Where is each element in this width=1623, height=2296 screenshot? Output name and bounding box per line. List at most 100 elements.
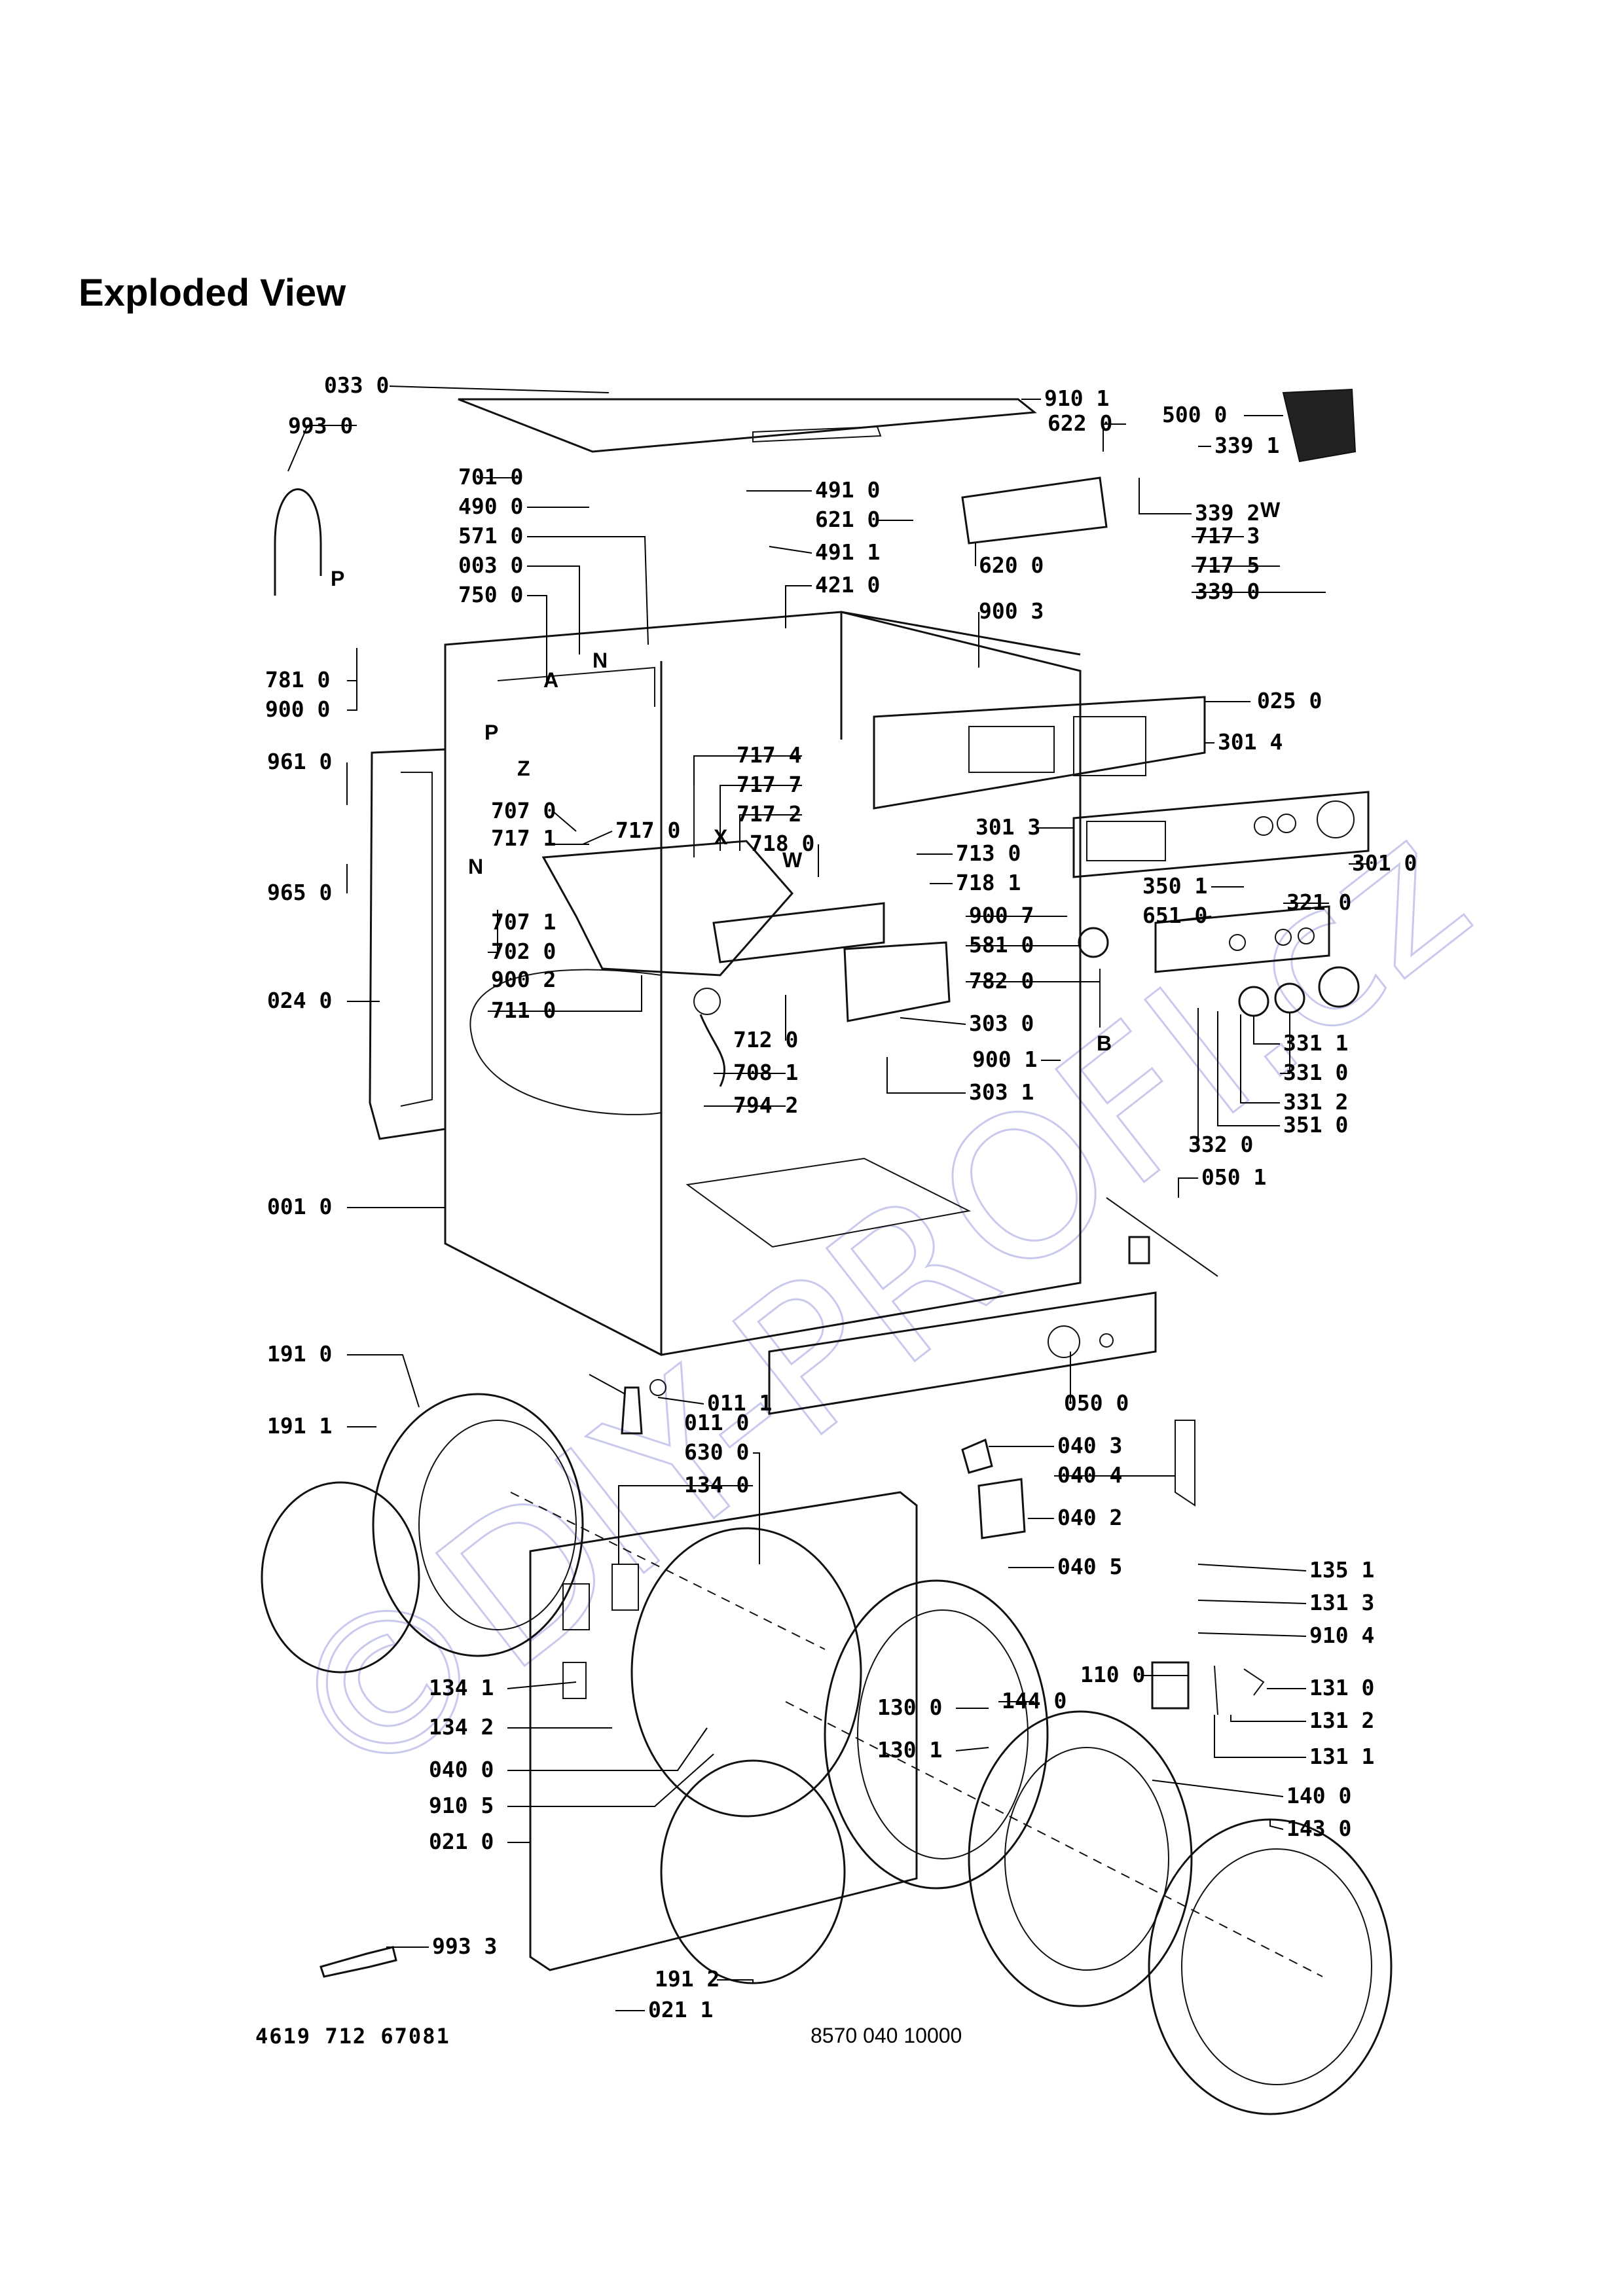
part-label: 135 1 bbox=[1309, 1557, 1374, 1583]
part-label: 620 0 bbox=[979, 552, 1044, 578]
part-label: 040 4 bbox=[1057, 1462, 1122, 1488]
part-label: 581 0 bbox=[969, 932, 1034, 958]
plinth-clips bbox=[1106, 1197, 1218, 1277]
part-label: 331 0 bbox=[1283, 1060, 1348, 1085]
part-label: 301 3 bbox=[976, 814, 1040, 840]
letter-marker: W bbox=[782, 848, 803, 872]
part-label: 301 0 bbox=[1352, 850, 1417, 876]
part-label: 490 0 bbox=[458, 493, 523, 519]
part-label: 021 1 bbox=[648, 1997, 713, 2022]
part-label: 782 0 bbox=[969, 968, 1034, 994]
part-label: 040 5 bbox=[1057, 1554, 1122, 1579]
letter-marker: N bbox=[593, 649, 608, 672]
part-label: 621 0 bbox=[815, 507, 880, 532]
feet bbox=[621, 1379, 666, 1435]
diagram-code: 4619 712 67081 bbox=[255, 2024, 450, 2049]
part-label: 717 0 bbox=[615, 817, 680, 843]
door-glass bbox=[968, 1710, 1193, 2007]
part-label: 707 1 bbox=[491, 909, 556, 935]
hoses bbox=[274, 488, 726, 1087]
part-label: 993 0 bbox=[288, 413, 353, 439]
part-label: 910 5 bbox=[429, 1793, 494, 1818]
part-label: 794 2 bbox=[733, 1092, 798, 1118]
page-title: Exploded View bbox=[79, 272, 346, 314]
hinge bbox=[961, 1420, 1195, 1539]
part-label: 021 0 bbox=[429, 1829, 494, 1854]
part-label: 131 3 bbox=[1309, 1590, 1374, 1615]
letter-marker: P bbox=[331, 567, 344, 590]
part-label: 350 1 bbox=[1142, 873, 1207, 899]
door-lock bbox=[1151, 1661, 1265, 1715]
part-label: 651 0 bbox=[1142, 903, 1207, 928]
part-label: 910 4 bbox=[1309, 1623, 1374, 1648]
part-label: 900 7 bbox=[969, 903, 1034, 928]
part-label: 143 0 bbox=[1286, 1816, 1351, 1841]
part-label: 910 1 bbox=[1044, 386, 1109, 411]
part-label: 701 0 bbox=[458, 464, 523, 490]
service-number: 8570 040 10000 bbox=[811, 2024, 962, 2047]
part-label: 993 3 bbox=[432, 1933, 497, 1959]
part-label: 781 0 bbox=[265, 667, 330, 692]
part-label: 040 3 bbox=[1057, 1433, 1122, 1458]
part-label: 900 2 bbox=[491, 967, 556, 992]
part-label: 331 1 bbox=[1283, 1030, 1348, 1056]
part-label: 050 1 bbox=[1201, 1164, 1266, 1190]
decor-panel bbox=[1154, 905, 1330, 973]
part-label: 707 0 bbox=[491, 798, 556, 823]
part-label: 050 0 bbox=[1064, 1390, 1129, 1416]
top-cover bbox=[458, 398, 1037, 453]
part-label: 131 0 bbox=[1309, 1675, 1374, 1700]
part-label: 717 3 bbox=[1195, 523, 1260, 548]
part-label: 040 0 bbox=[429, 1757, 494, 1782]
front-panel bbox=[510, 1491, 918, 1971]
part-label: 003 0 bbox=[458, 552, 523, 578]
part-label: 339 2 bbox=[1195, 500, 1260, 526]
part-label: 718 0 bbox=[750, 831, 814, 856]
part-label: 131 1 bbox=[1309, 1744, 1374, 1769]
part-label: 134 2 bbox=[429, 1714, 494, 1740]
part-label: 900 1 bbox=[972, 1047, 1037, 1072]
part-label: 144 0 bbox=[1002, 1688, 1067, 1713]
part-label: 321 0 bbox=[1286, 889, 1351, 915]
part-label: 717 4 bbox=[737, 742, 801, 768]
part-label: 134 1 bbox=[429, 1675, 494, 1700]
part-label: 339 0 bbox=[1195, 579, 1260, 604]
cabinet bbox=[444, 611, 1082, 1356]
tub-outline bbox=[469, 969, 662, 1115]
part-label: 001 0 bbox=[267, 1194, 332, 1219]
part-label: 708 1 bbox=[733, 1060, 798, 1085]
part-label: 191 1 bbox=[267, 1413, 332, 1439]
pressure-switch bbox=[1078, 927, 1109, 1028]
part-label: 011 1 bbox=[707, 1390, 772, 1416]
part-label: 421 0 bbox=[815, 572, 880, 598]
part-label: 303 0 bbox=[969, 1011, 1034, 1036]
part-label: 191 2 bbox=[655, 1966, 720, 1992]
part-label: 040 2 bbox=[1057, 1505, 1122, 1530]
part-label: 303 1 bbox=[969, 1079, 1034, 1105]
part-label: 024 0 bbox=[267, 988, 332, 1013]
letter-marker: X bbox=[714, 825, 728, 849]
part-label: 711 0 bbox=[491, 997, 556, 1023]
detergent-dispenser bbox=[541, 785, 951, 1022]
letter-marker: A bbox=[543, 668, 558, 692]
part-label: 301 4 bbox=[1218, 729, 1283, 755]
part-label: 332 0 bbox=[1188, 1132, 1253, 1157]
part-label: 712 0 bbox=[733, 1027, 798, 1052]
part-label: 713 0 bbox=[956, 840, 1021, 866]
part-label: 630 0 bbox=[684, 1439, 749, 1465]
part-label: 750 0 bbox=[458, 582, 523, 607]
tool bbox=[319, 1946, 397, 1978]
part-label: 717 2 bbox=[737, 801, 801, 827]
part-label: 702 0 bbox=[491, 939, 556, 964]
door-ring bbox=[824, 1579, 1049, 1890]
part-label: 130 0 bbox=[877, 1695, 942, 1720]
part-label: 717 5 bbox=[1195, 552, 1260, 578]
switch-block bbox=[961, 476, 1108, 545]
part-label: 965 0 bbox=[267, 880, 332, 905]
letter-marker: W bbox=[1260, 498, 1281, 522]
plinth bbox=[768, 1291, 1157, 1415]
part-label: 025 0 bbox=[1257, 688, 1322, 713]
outer-door-ring bbox=[785, 1701, 1393, 2115]
part-label: 011 0 bbox=[684, 1410, 749, 1435]
